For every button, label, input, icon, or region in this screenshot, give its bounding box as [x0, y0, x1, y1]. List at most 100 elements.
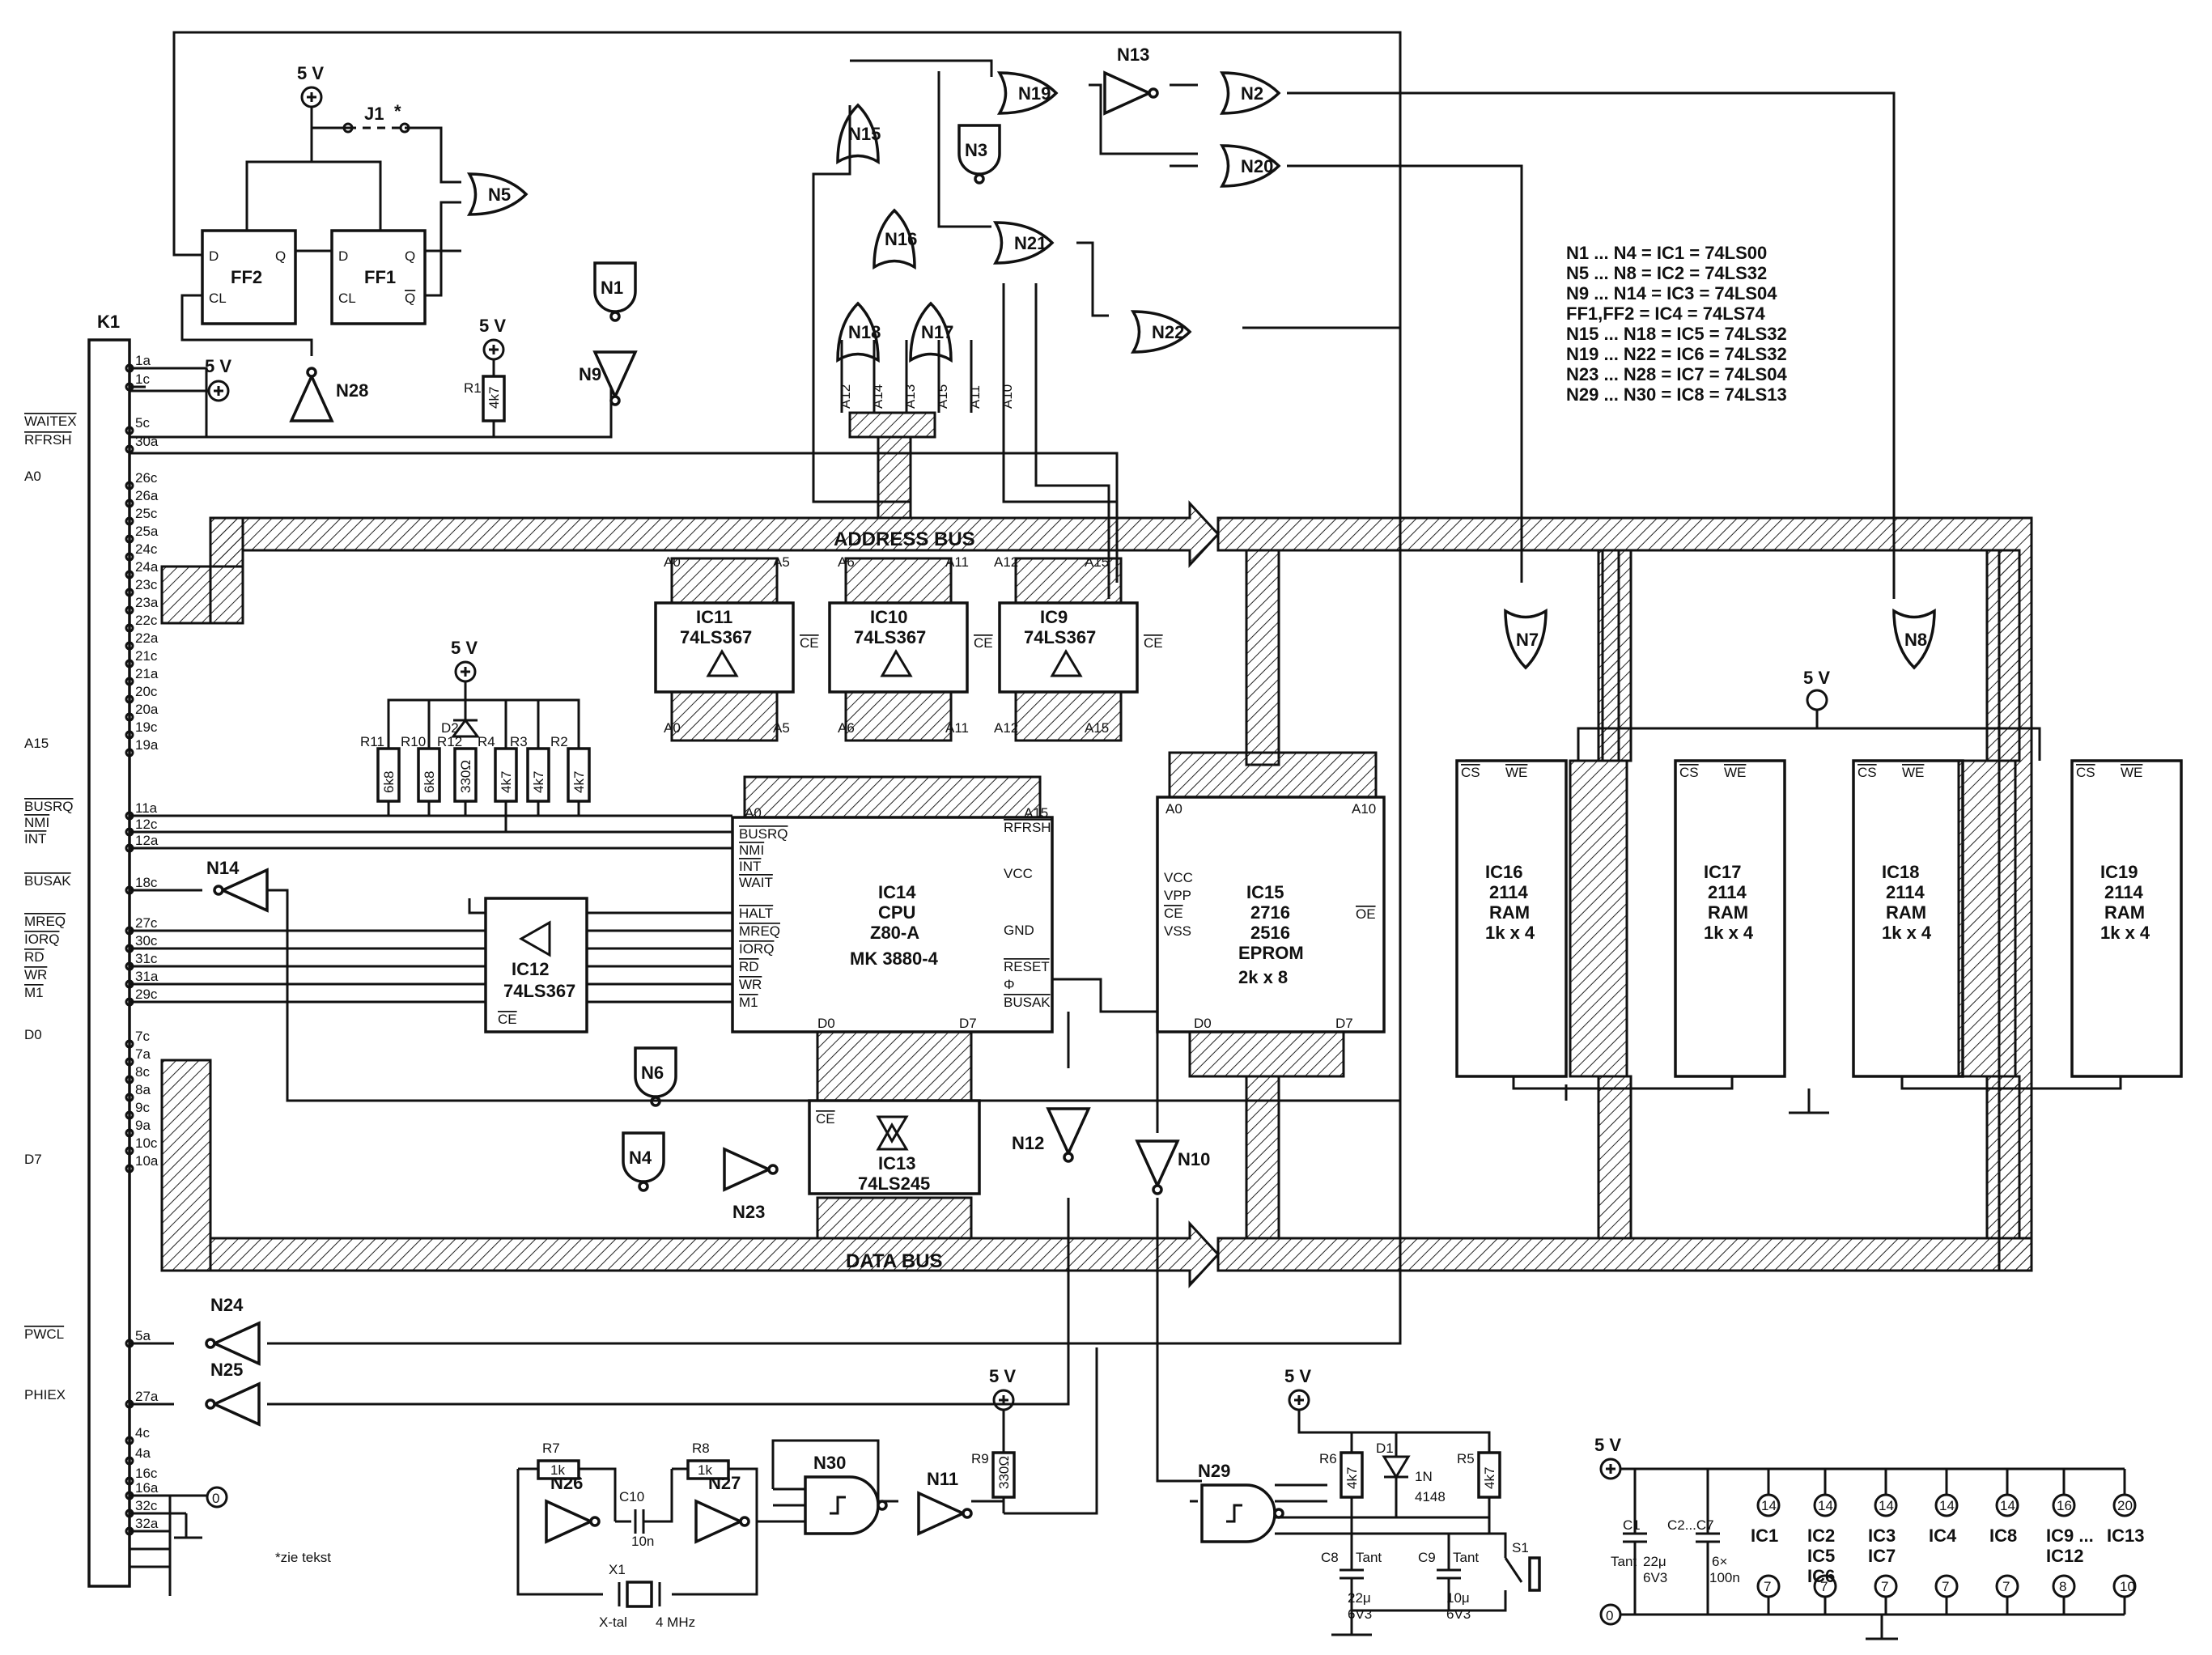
- connector-pin: [125, 694, 134, 704]
- ram-pin-label: WE: [2121, 765, 2142, 780]
- svg-text:R7: R7: [542, 1441, 560, 1456]
- svg-text:5 V: 5 V: [989, 1366, 1016, 1386]
- cpu-pin-label: BUSRQ: [739, 826, 788, 842]
- decoup-ic-label: IC2: [1807, 1526, 1835, 1546]
- gate-n4: N4: [622, 1131, 665, 1192]
- supply-5v-k1: 5 V: [129, 356, 231, 402]
- ic-size: 1k x 4: [2100, 923, 2150, 943]
- flipflop-ff1: FF1 D CL Q Q: [330, 229, 427, 325]
- gnd-pin: 8: [2059, 1579, 2066, 1594]
- gate-label: N11: [927, 1469, 958, 1489]
- vcc-pin: 16: [2057, 1498, 2072, 1513]
- connector-pin: [125, 426, 134, 435]
- ram-pin-label: CS: [2076, 765, 2095, 780]
- svg-text:22μ: 22μ: [1348, 1590, 1371, 1606]
- ic-size: 1k x 4: [1882, 923, 1932, 943]
- legend-line: N1 ... N4 = IC1 = 74LS00: [1566, 243, 1767, 263]
- connector-pin: [125, 588, 134, 597]
- resistor-value: 4k7: [499, 771, 514, 793]
- svg-text:C1: C1: [1623, 1517, 1641, 1533]
- svg-text:330Ω: 330Ω: [996, 1456, 1012, 1489]
- ram-pin-label: CS: [1857, 765, 1877, 780]
- footnote: *zie tekst: [275, 1550, 331, 1565]
- connector-signal-label: WAITEX: [24, 414, 77, 429]
- connector-pin-number: 23a: [135, 595, 159, 610]
- buffer-bus-label: A0: [664, 720, 681, 736]
- gate-n8: N8: [1892, 608, 1936, 670]
- svg-text:Q: Q: [405, 291, 415, 306]
- decoup-ic-label: IC7: [1868, 1546, 1896, 1566]
- ic12: IC12 74LS367 CE: [484, 897, 588, 1033]
- legend-line: FF1,FF2 = IC4 = 74LS74: [1566, 303, 1766, 324]
- svg-text:C2...C7: C2...C7: [1667, 1517, 1714, 1533]
- connector-pin-number: 5a: [135, 1328, 151, 1343]
- ic-kind: RAM: [2104, 902, 2145, 923]
- svg-text:5 V: 5 V: [479, 316, 506, 336]
- svg-text:1k: 1k: [550, 1462, 565, 1478]
- cpu-pin-label: BUSAK: [1004, 995, 1051, 1010]
- svg-text:IC12: IC12: [512, 959, 549, 979]
- svg-text:X-tal: X-tal: [599, 1615, 627, 1630]
- gate-n2: N2: [1219, 71, 1281, 115]
- connector-signal-label: A0: [24, 469, 41, 484]
- svg-text:5 V: 5 V: [1284, 1366, 1311, 1386]
- connector-signal-label: MREQ: [24, 914, 66, 929]
- cpu-pin-label: WR: [739, 977, 762, 992]
- gate-label: N5: [488, 185, 511, 205]
- resistor-value: 6k8: [422, 771, 437, 793]
- ic13: IC13 74LS245 CE: [808, 1099, 981, 1195]
- connector-pin-number: 20a: [135, 702, 159, 717]
- gate-label: N24: [210, 1295, 244, 1315]
- svg-text:IC13: IC13: [878, 1153, 915, 1173]
- svg-text:D: D: [209, 248, 219, 264]
- ic-type: 74LS367: [1024, 627, 1096, 647]
- gate-label: N18: [848, 322, 881, 342]
- gate-n26: [545, 1499, 601, 1544]
- ic-ref: IC17: [1704, 862, 1741, 882]
- buffer-bus-label: A5: [773, 554, 790, 570]
- connector-pin-number: 12c: [135, 817, 158, 832]
- gate-n24: [205, 1321, 261, 1366]
- buffer-bus-label: A11: [945, 554, 969, 570]
- ram-pin-label: CS: [1679, 765, 1699, 780]
- gnd-pin: 7: [2002, 1579, 2010, 1594]
- connector-pin-number: 25c: [135, 506, 158, 521]
- svg-text:R9: R9: [971, 1451, 989, 1466]
- connector-pin-number: 31a: [135, 969, 159, 984]
- buffer-bus-label: A11: [945, 720, 969, 736]
- connector-pin-number: 4c: [135, 1425, 150, 1441]
- led-d2: D2: [441, 720, 459, 736]
- gate-label: N30: [813, 1453, 846, 1473]
- svg-text:5 V: 5 V: [205, 356, 231, 376]
- connector-pin: [125, 534, 134, 544]
- connector-pin-number: 11a: [135, 800, 158, 816]
- connector-pin: [125, 1164, 134, 1173]
- gate-n25: [205, 1381, 261, 1427]
- ic-kind: RAM: [1886, 902, 1926, 923]
- ram-pin-label: WE: [1902, 765, 1924, 780]
- decoup-ic-label: IC9 ...: [2046, 1526, 2094, 1546]
- ic-type: 2114: [1886, 882, 1925, 902]
- connector-pin: [125, 1436, 134, 1445]
- ground-k1: 0: [170, 1486, 228, 1539]
- cpu-pin-label: M1: [739, 995, 758, 1010]
- gate-label: N3: [965, 140, 987, 160]
- connector-pin: [125, 481, 134, 490]
- svg-text:D0: D0: [817, 1016, 835, 1031]
- svg-text:A10: A10: [1352, 801, 1376, 817]
- connector-pin-number: 9c: [135, 1100, 150, 1115]
- ce-label: CE: [800, 635, 819, 651]
- gate-label: N23: [732, 1202, 765, 1222]
- gate-label: N13: [1117, 45, 1149, 65]
- gate-label: N10: [1178, 1149, 1210, 1169]
- buffer-bus-label: A15: [1085, 554, 1109, 570]
- svg-text:R1: R1: [464, 380, 482, 396]
- decoup-ic-label: IC3: [1868, 1526, 1896, 1546]
- ic-type: 74LS367: [680, 627, 752, 647]
